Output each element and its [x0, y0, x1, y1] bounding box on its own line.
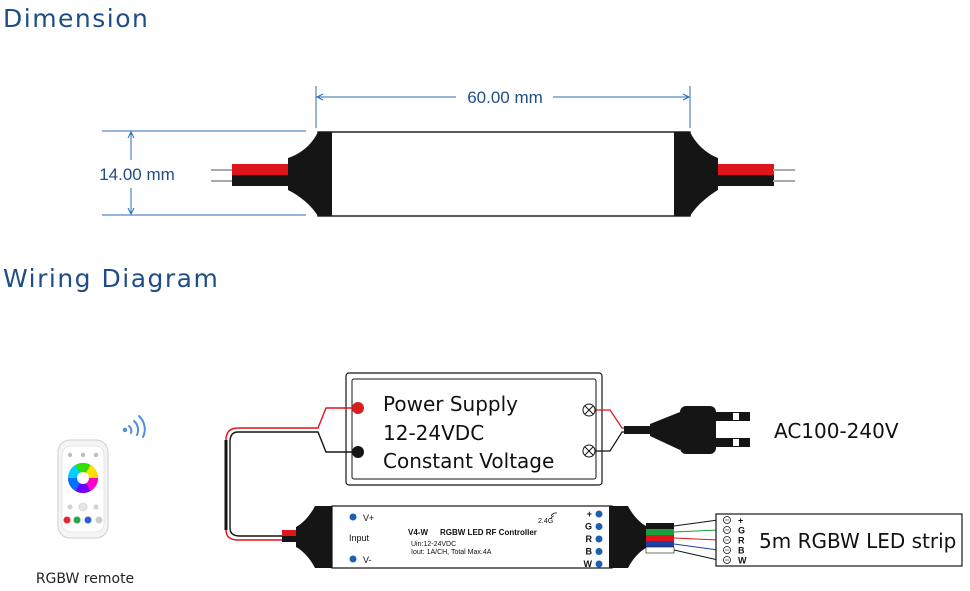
- ac-plug-icon: [650, 406, 750, 454]
- dimension-heading: Dimension: [3, 4, 150, 33]
- vplus-label: V+: [363, 513, 374, 523]
- led-strip-terminal-label: W: [738, 556, 747, 566]
- rf-label: 2.4G: [538, 518, 553, 525]
- mains-voltage-label: AC100-240V: [774, 419, 899, 443]
- controller-model: V4-W: [408, 528, 428, 537]
- controller-terminal-dot: [595, 548, 603, 555]
- led-strip-terminal-label: G: [738, 526, 745, 536]
- ac-wires: [596, 409, 652, 452]
- right-cable: [716, 164, 795, 186]
- ac-terminal-bottom-icon: [582, 444, 596, 458]
- led-strip-terminal-label: B: [738, 546, 745, 556]
- power-supply-negative-terminal: [352, 446, 364, 458]
- vplus-terminal-dot: [349, 513, 357, 521]
- remote-label: RGBW remote: [36, 571, 134, 587]
- dimension-drawing: 60.00 mm 14.00 mm: [99, 86, 795, 217]
- wiring-diagram-heading: Wiring Diagram: [3, 264, 220, 293]
- color-wheel-icon: [67, 462, 99, 494]
- power-supply-type: Constant Voltage: [383, 449, 554, 473]
- remote-rgbw-buttons: [63, 516, 103, 524]
- controller-iout: Iout: 1A/CH, Total Max.4A: [411, 549, 492, 556]
- length-dimension-label: 60.00 mm: [467, 88, 543, 107]
- controller-terminal-label: +: [587, 509, 592, 519]
- dc-wires: [224, 407, 352, 541]
- controller-terminal-dot: [595, 535, 603, 543]
- remote-middle-buttons: [67, 502, 99, 512]
- output-wires: [645, 519, 719, 561]
- power-supply-voltage: 12-24VDC: [383, 421, 484, 445]
- controller-uin: Uin:12-24VDC: [411, 541, 456, 548]
- vminus-label: V-: [363, 555, 372, 565]
- wireless-signal-icon: [122, 415, 146, 438]
- wireless-signal-icon: [550, 512, 558, 520]
- remote-top-buttons: [67, 452, 99, 458]
- controller-name: RGBW LED RF Controller: [440, 528, 537, 537]
- controller-terminal-label: B: [586, 547, 593, 557]
- rgbw-controller: V+ V- Input V4-W RGBW LED RF Controller …: [282, 505, 648, 569]
- led-strip-label: 5m RGBW LED strip: [759, 529, 956, 553]
- power-supply-title: Power Supply: [383, 392, 518, 416]
- controller-body-outline: [288, 131, 718, 217]
- controller-terminal-label: R: [586, 534, 593, 544]
- ac-terminal-top-icon: [582, 403, 596, 417]
- left-cable: [211, 164, 290, 186]
- controller-terminal-label: W: [584, 559, 593, 569]
- power-supply: Power Supply 12-24VDC Constant Voltage: [345, 372, 603, 486]
- led-strip-terminal-label: +: [738, 516, 743, 526]
- vminus-terminal-dot: [349, 555, 357, 563]
- rgbw-remote: [57, 439, 109, 539]
- input-label: Input: [349, 533, 370, 543]
- controller-terminal-dot: [595, 560, 603, 568]
- controller-terminal-dot: [595, 523, 603, 530]
- controller-terminal-dot: [595, 510, 603, 518]
- led-strip-terminal-label: R: [738, 536, 745, 546]
- controller-terminal-label: G: [585, 522, 592, 532]
- height-dimension-label: 14.00 mm: [99, 165, 175, 184]
- power-supply-positive-terminal: [352, 402, 364, 414]
